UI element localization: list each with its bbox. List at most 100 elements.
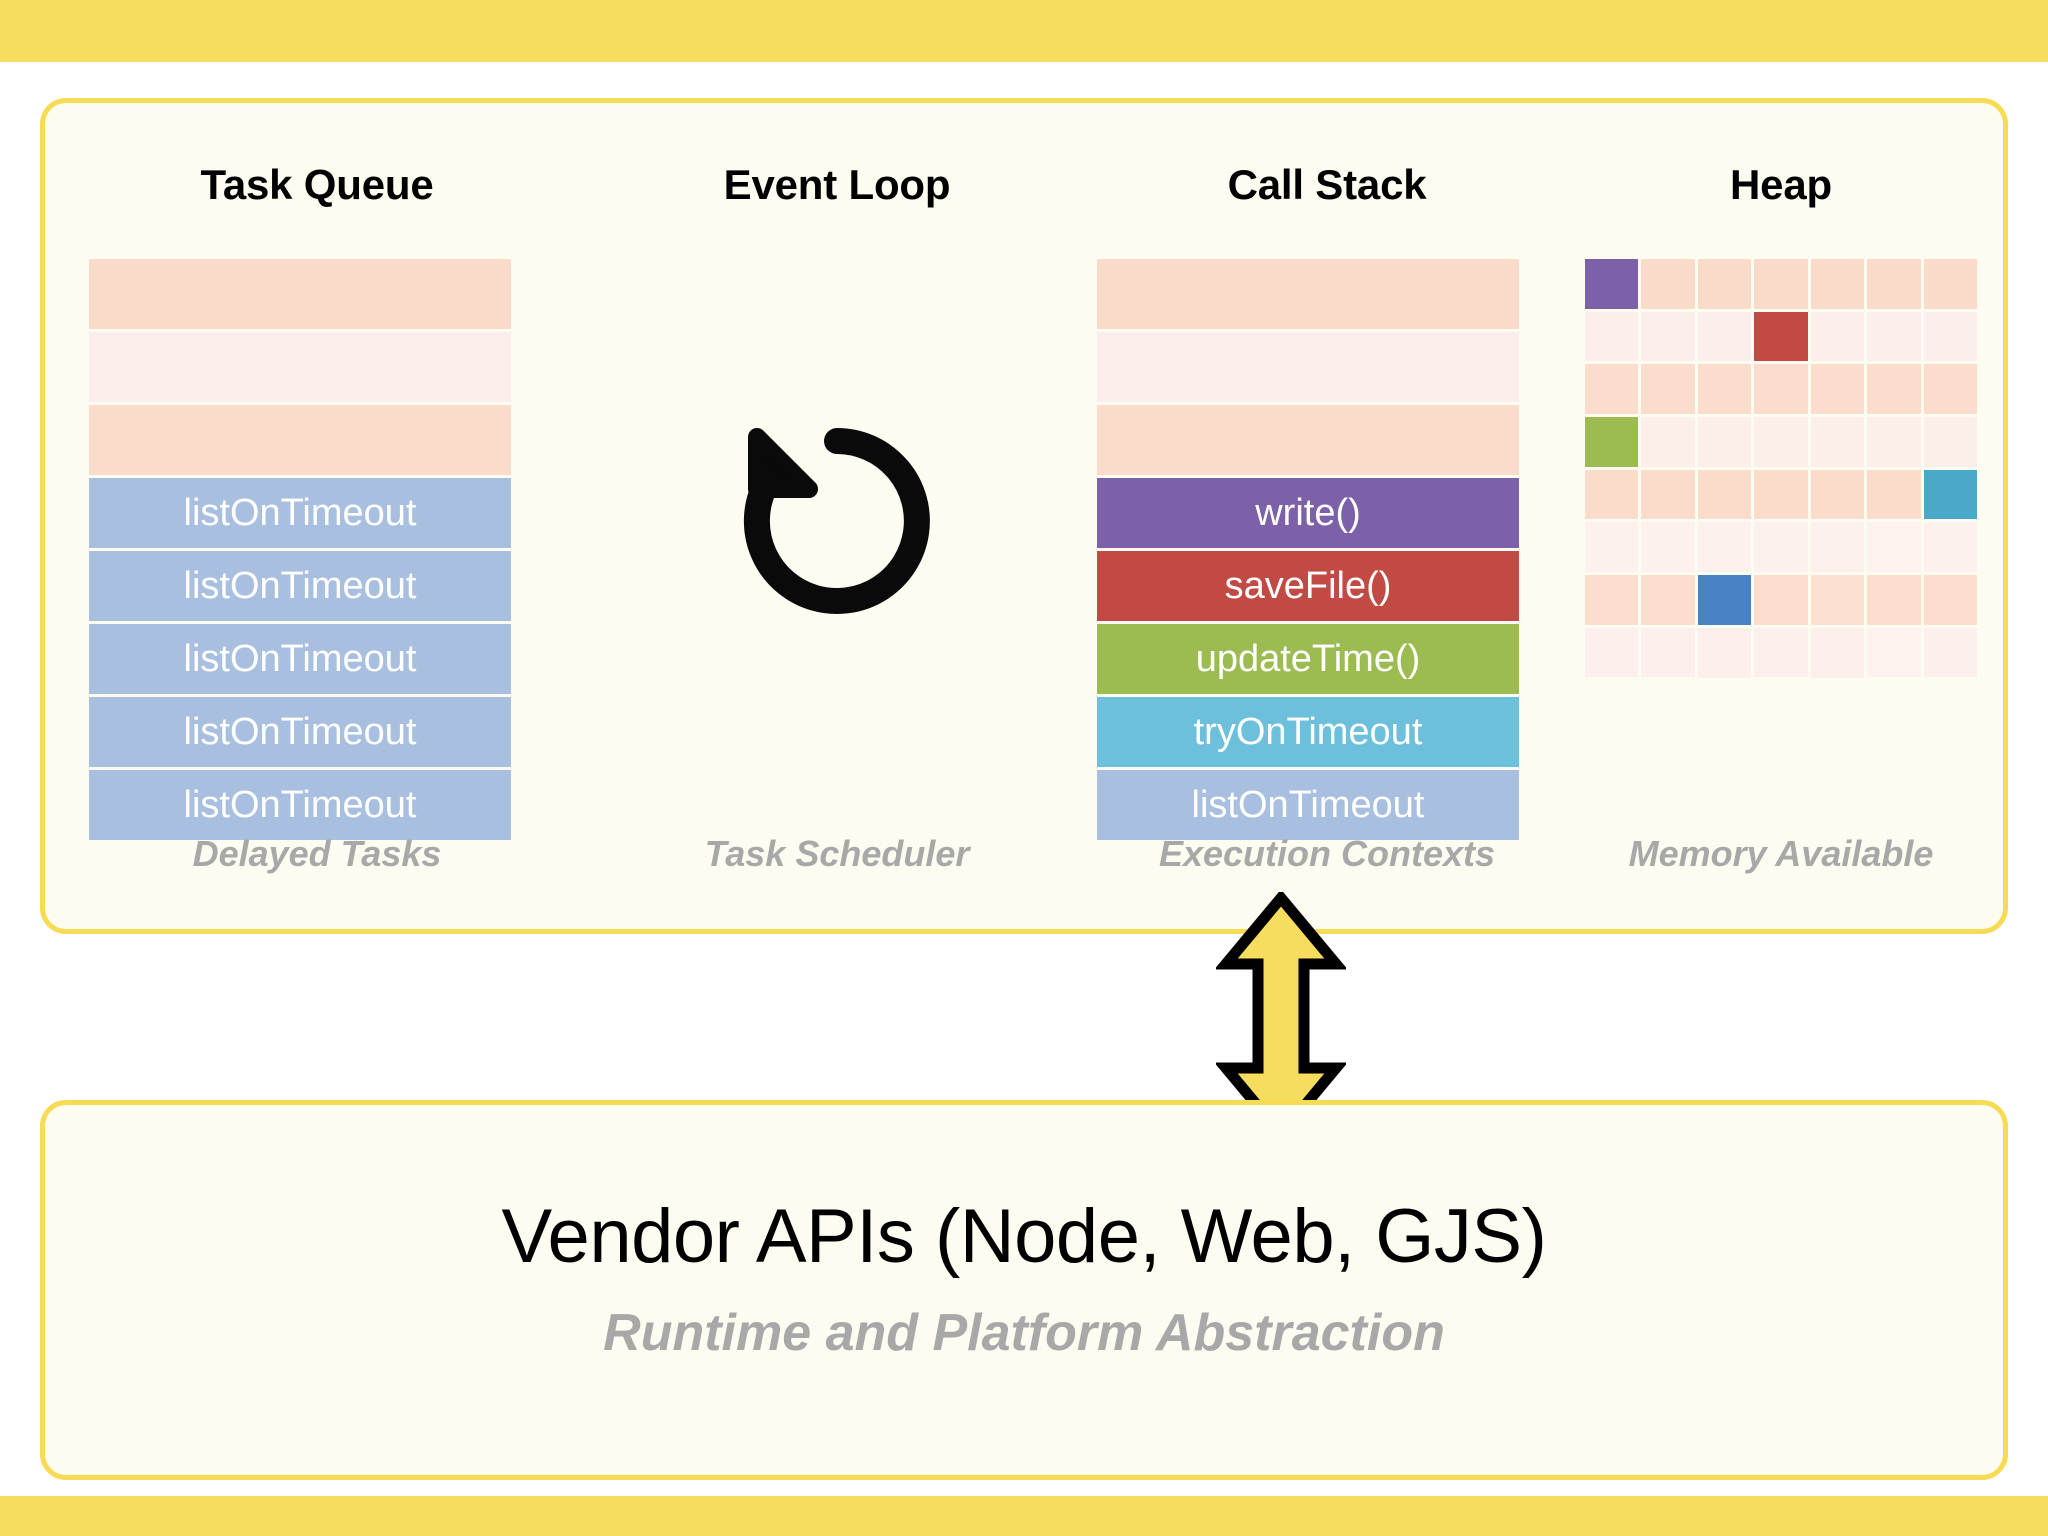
heap-cell — [1754, 575, 1808, 625]
heap-cell — [1641, 259, 1695, 309]
task-queue-stack: listOnTimeout listOnTimeout listOnTimeout l… — [89, 259, 511, 840]
heap-cell — [1641, 627, 1695, 678]
heap-cell — [1754, 522, 1808, 573]
call-stack-item-label: tryOnTimeout — [1193, 711, 1423, 753]
task-queue-item-frame: listOnTimeout — [89, 624, 511, 694]
heap-cell — [1641, 417, 1695, 467]
heap-cell — [1697, 364, 1752, 415]
event-loop-caption: Task Scheduler — [704, 833, 970, 874]
heap-cell — [1697, 575, 1752, 625]
heap-cell — [1754, 311, 1808, 362]
heap-cell — [1810, 469, 1865, 520]
task-queue-title: Task Queue — [200, 161, 434, 208]
vendor-apis-subtitle: Runtime and Platform Abstraction — [603, 1304, 1445, 1362]
heap-cell — [1697, 469, 1752, 520]
heap-cell — [1810, 575, 1865, 625]
heap-cell — [1867, 522, 1921, 573]
task-queue-item-label: listOnTimeout — [183, 565, 417, 607]
event-loop-title: Event Loop — [723, 161, 951, 208]
call-stack-title: Call Stack — [1227, 161, 1427, 208]
heap-cell — [1754, 627, 1808, 678]
call-stack-item-frame: listOnTimeout — [1097, 770, 1519, 840]
heap-cell — [1585, 417, 1639, 467]
heap-cell — [1810, 627, 1865, 678]
heap-caption: Memory Available — [1628, 833, 1934, 874]
heap-cell — [1810, 311, 1865, 362]
heap-cell — [1641, 311, 1695, 362]
call-stack-item-frame: tryOnTimeout — [1097, 697, 1519, 767]
heap-cell — [1641, 469, 1695, 520]
task-queue-item-label: listOnTimeout — [183, 784, 417, 826]
heap-memory-grid — [1585, 259, 1977, 678]
call-stack-item-label: saveFile() — [1224, 565, 1392, 607]
heap-cell — [1923, 364, 1977, 415]
call-stack-item-empty-slot — [1097, 332, 1519, 402]
heap-cell — [1697, 627, 1752, 678]
heap-cell — [1585, 311, 1639, 362]
heap-cell — [1754, 417, 1808, 467]
heap-cell — [1867, 627, 1921, 678]
heap-cell — [1641, 364, 1695, 415]
heap-cell — [1585, 469, 1639, 520]
heap-cell — [1641, 575, 1695, 625]
heap-cell — [1867, 469, 1921, 520]
heap-cell — [1585, 364, 1639, 415]
heap-cell — [1754, 469, 1808, 520]
call-stack-item-label: updateTime() — [1195, 638, 1421, 680]
heap-cell — [1697, 259, 1752, 309]
call-stack-item-empty-slot — [1097, 405, 1519, 475]
heap-cell — [1923, 417, 1977, 467]
task-queue-item-frame: listOnTimeout — [89, 770, 511, 840]
task-queue-caption: Delayed Tasks — [192, 833, 442, 874]
task-queue-item-empty-slot — [89, 259, 511, 329]
heap-title: Heap — [1730, 161, 1832, 208]
column-call-stack: Call Stack write() saveFile() updateTime()… — [1067, 103, 1587, 929]
call-stack-item-frame: saveFile() — [1097, 551, 1519, 621]
heap-cell — [1923, 522, 1977, 573]
heap-cell — [1810, 364, 1865, 415]
heap-cell — [1867, 259, 1921, 309]
bottom-accent-band — [0, 1496, 2048, 1536]
column-event-loop: Event Loop Task Scheduler — [577, 103, 1097, 929]
heap-cell — [1585, 522, 1639, 573]
heap-cell — [1923, 259, 1977, 309]
heap-cell — [1810, 522, 1865, 573]
column-heap: Heap Memory Available — [1557, 103, 2005, 929]
rotate-counterclockwise-icon — [743, 428, 930, 614]
call-stack-item-label: write() — [1255, 492, 1361, 534]
call-stack-caption: Execution Contexts — [1158, 833, 1496, 874]
heap-cell — [1923, 575, 1977, 625]
vendor-apis-panel: Vendor APIs (Node, Web, GJS) Runtime and… — [40, 1100, 2008, 1480]
call-stack-item-frame: updateTime() — [1097, 624, 1519, 694]
call-stack-item-empty-slot — [1097, 259, 1519, 329]
task-queue-item-label: listOnTimeout — [183, 492, 417, 534]
task-queue-item-label: listOnTimeout — [183, 711, 417, 753]
heap-cell — [1923, 627, 1977, 678]
heap-cell — [1867, 364, 1921, 415]
task-queue-item-empty-slot — [89, 405, 511, 475]
heap-cell — [1697, 522, 1752, 573]
heap-cell — [1923, 469, 1977, 520]
heap-cell — [1697, 311, 1752, 362]
heap-cell — [1585, 259, 1639, 309]
task-queue-item-empty-slot — [89, 332, 511, 402]
heap-cell — [1923, 311, 1977, 362]
call-stack-item-frame: write() — [1097, 478, 1519, 548]
call-stack-stack: write() saveFile() updateTime() tryOnTimeou… — [1097, 259, 1519, 840]
task-queue-item-frame: listOnTimeout — [89, 697, 511, 767]
heap-cell — [1867, 417, 1921, 467]
heap-cell — [1754, 364, 1808, 415]
heap-cell — [1697, 417, 1752, 467]
heap-cell — [1867, 575, 1921, 625]
call-stack-item-label: listOnTimeout — [1191, 784, 1425, 826]
heap-cell — [1585, 627, 1639, 678]
task-queue-item-frame: listOnTimeout — [89, 551, 511, 621]
vendor-apis-title: Vendor APIs (Node, Web, GJS) — [501, 1194, 1547, 1279]
heap-cell — [1810, 417, 1865, 467]
task-queue-item-label: listOnTimeout — [183, 638, 417, 680]
heap-cell — [1641, 522, 1695, 573]
heap-cell — [1754, 259, 1808, 309]
